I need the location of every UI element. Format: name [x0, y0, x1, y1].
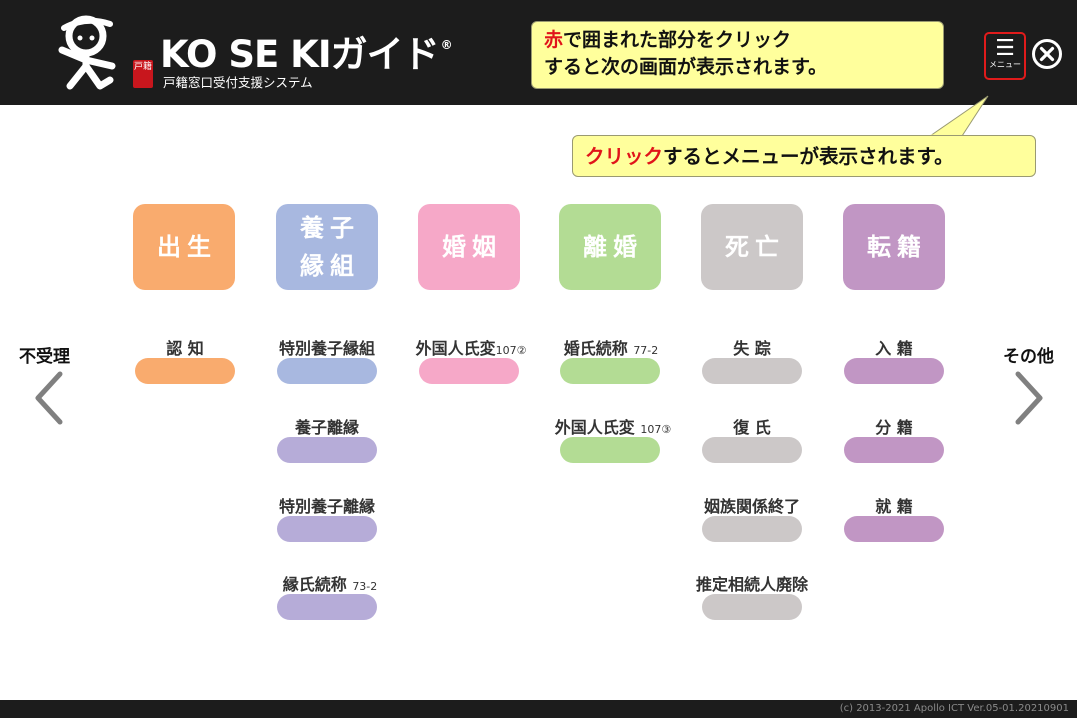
category-death-button[interactable]: 死亡: [701, 204, 803, 290]
item-label: 分 籍: [875, 418, 913, 437]
item-surname-restoration-button[interactable]: [702, 437, 802, 463]
item-label: 特別養子縁組: [278, 339, 375, 358]
item-heir-disinheritance-button[interactable]: [702, 594, 802, 620]
category-adoption-button[interactable]: 養子 縁組: [276, 204, 378, 290]
app-subtitle: 戸籍窓口受付支援システム: [163, 75, 313, 90]
item-surname-continuation-button[interactable]: [277, 594, 377, 620]
callout-top-line1: 赤で囲まれた部分をクリック: [544, 29, 792, 51]
mascot-logo-icon: [58, 15, 116, 90]
next-page-label: その他: [1003, 347, 1054, 367]
item-label: 認 知: [166, 339, 204, 358]
item-foreign-surname-change-button[interactable]: [560, 437, 660, 463]
chevron-left-icon: [35, 371, 63, 425]
prev-page-button[interactable]: [32, 370, 68, 426]
item-foreign-surname-change-button[interactable]: [419, 358, 519, 384]
category-divorce-button[interactable]: 離婚: [559, 204, 661, 290]
item-married-surname-continuation-button[interactable]: [560, 358, 660, 384]
app-title: KO SE KIガイド®: [160, 33, 453, 76]
item-label: 失 踪: [733, 339, 771, 358]
item-disappearance-button[interactable]: [702, 358, 802, 384]
item-label: 就 籍: [875, 497, 913, 516]
item-entry-button[interactable]: [844, 358, 944, 384]
category-label-line1: 養子: [300, 214, 360, 242]
chevron-right-icon: [1015, 371, 1043, 425]
item-adoption-dissolution-button[interactable]: [277, 437, 377, 463]
item-special-adoption-button[interactable]: [277, 358, 377, 384]
footer-copyright: (c) 2013-2021 Apollo ICT Ver.05-01.20210…: [0, 700, 1077, 718]
prev-page-label: 不受理: [19, 347, 70, 367]
item-label: 姻族関係終了: [703, 497, 800, 516]
item-label: 復 氏: [733, 418, 771, 437]
category-transfer-button[interactable]: 転籍: [843, 204, 945, 290]
koseki-stamp-logo: 戸籍: [133, 60, 153, 88]
item-separation-button[interactable]: [844, 437, 944, 463]
close-circle-icon: [1032, 39, 1062, 69]
item-label: 婚氏続称 77-2: [563, 339, 659, 358]
item-label: 推定相続人廃除: [695, 575, 808, 594]
item-label: 外国人氏変 107③: [554, 418, 672, 437]
menu-button[interactable]: ☰ メニュー: [984, 32, 1026, 80]
item-special-dissolution-button[interactable]: [277, 516, 377, 542]
instruction-callout-bottom: クリックするとメニューが表示されます。: [572, 135, 1036, 177]
category-marriage-button[interactable]: 婚姻: [418, 204, 520, 290]
callout-top-line2: すると次の画面が表示されます。: [544, 56, 828, 78]
item-registration-button[interactable]: [844, 516, 944, 542]
item-label: 特別養子離縁: [278, 497, 375, 516]
item-label: 縁氏続称 73-2: [282, 575, 378, 594]
item-label: 外国人氏変107②: [415, 339, 527, 358]
close-button[interactable]: [1031, 38, 1063, 70]
instruction-callout-top: 赤で囲まれた部分をクリック すると次の画面が表示されます。: [531, 21, 944, 89]
category-birth-button[interactable]: 出生: [133, 204, 235, 290]
hamburger-icon: ☰: [995, 36, 1015, 61]
menu-button-label: メニュー: [989, 60, 1021, 69]
item-label: 入 籍: [875, 339, 913, 358]
item-affinity-termination-button[interactable]: [702, 516, 802, 542]
item-acknowledgment-button[interactable]: [135, 358, 235, 384]
next-page-button[interactable]: [1010, 370, 1046, 426]
category-label-line2: 縁組: [300, 252, 360, 280]
item-label: 養子離縁: [294, 418, 359, 437]
